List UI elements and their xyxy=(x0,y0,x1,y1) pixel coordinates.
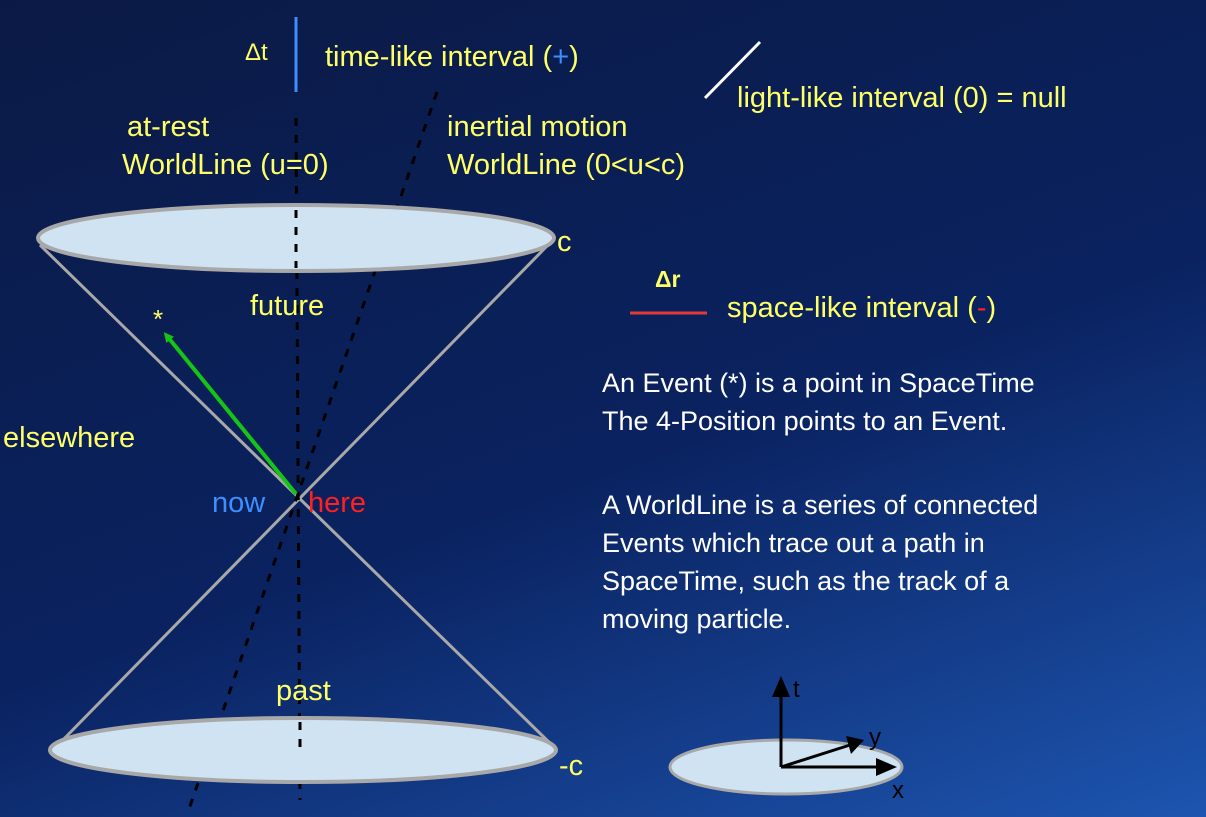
lightlike-interval-label: light-like interval (0) = null xyxy=(737,82,1067,114)
spacelike-sign: - xyxy=(977,292,987,324)
at-rest-label-line1: at-rest xyxy=(127,111,209,143)
delta-r-label: Δr xyxy=(655,266,681,292)
spacelike-suffix: ) xyxy=(987,292,997,324)
timelike-prefix: time-like interval ( xyxy=(325,41,553,73)
t-axis-arrowhead xyxy=(772,676,790,697)
description-line-3: A WorldLine is a series of connected xyxy=(602,490,1038,520)
description-line-1: An Event (*) is a point in SpaceTime xyxy=(602,368,1035,398)
now-label: now xyxy=(212,487,266,519)
past-light-cone-ellipse xyxy=(50,718,556,782)
c-label: c xyxy=(557,226,572,258)
inertial-label-line2: WorldLine (0<u<c) xyxy=(447,149,685,181)
description-line-2: The 4-Position points to an Event. xyxy=(602,406,1007,436)
elsewhere-label: elsewhere xyxy=(3,422,135,454)
timelike-interval-label: time-like interval (+) xyxy=(325,41,579,73)
inertial-label-line1: inertial motion xyxy=(447,111,628,143)
four-position-arrow xyxy=(167,336,296,494)
future-label: future xyxy=(250,290,324,322)
description-line-4: Events which trace out a path in xyxy=(602,528,985,558)
timelike-sign: + xyxy=(552,41,569,73)
at-rest-label-line2: WorldLine (u=0) xyxy=(122,149,329,181)
spacelike-interval-label: space-like interval (-) xyxy=(727,292,996,324)
neg-c-label: -c xyxy=(559,750,583,782)
y-axis-label: y xyxy=(869,724,881,751)
spacelike-prefix: space-like interval ( xyxy=(727,292,977,324)
t-axis-label: t xyxy=(793,676,800,703)
delta-t-label: Δt xyxy=(245,39,268,66)
x-axis-label: x xyxy=(892,777,904,804)
description-line-5: SpaceTime, such as the track of a xyxy=(602,566,1010,596)
here-label: here xyxy=(308,487,366,519)
description-line-6: moving particle. xyxy=(602,604,791,634)
past-label: past xyxy=(276,675,331,707)
timelike-suffix: ) xyxy=(569,41,579,73)
event-marker: * xyxy=(153,304,163,334)
